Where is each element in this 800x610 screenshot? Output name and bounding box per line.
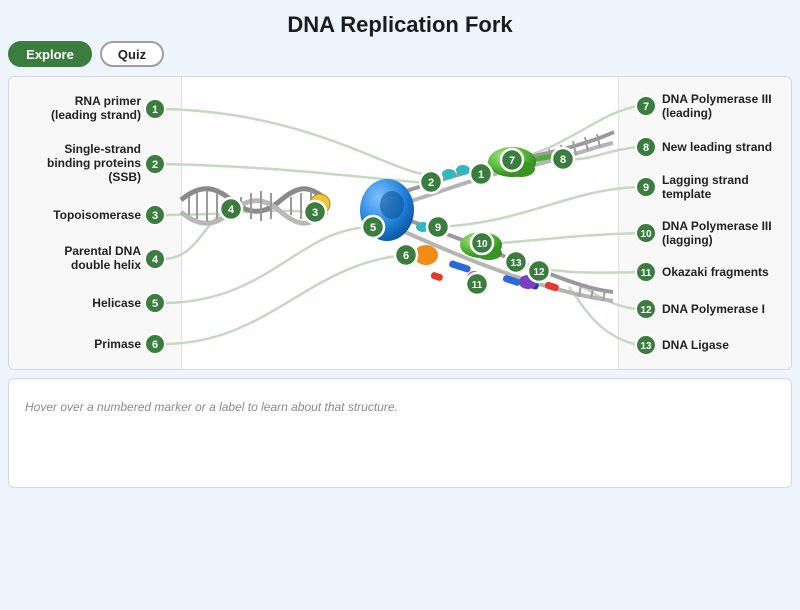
svg-text:1: 1 bbox=[152, 104, 158, 116]
label-line: Helicase bbox=[92, 296, 141, 310]
svg-text:3: 3 bbox=[152, 210, 158, 222]
diagram-marker-5[interactable]: 5 bbox=[360, 214, 386, 240]
diagram-marker-10[interactable]: 10 bbox=[469, 230, 495, 256]
label-line: RNA primer bbox=[74, 94, 141, 108]
label-line: binding proteins bbox=[47, 156, 141, 170]
svg-text:9: 9 bbox=[435, 222, 441, 234]
svg-text:5: 5 bbox=[370, 222, 376, 234]
svg-text:3: 3 bbox=[312, 207, 318, 219]
svg-text:2: 2 bbox=[152, 159, 158, 171]
svg-text:5: 5 bbox=[152, 298, 158, 310]
svg-text:8: 8 bbox=[643, 142, 649, 154]
label-line: DNA Polymerase III bbox=[662, 92, 772, 106]
label-badge-13[interactable]: 13 bbox=[635, 334, 657, 356]
diagram-marker-6[interactable]: 6 bbox=[393, 242, 419, 268]
label-right-11[interactable]: Okazaki fragments bbox=[662, 265, 791, 279]
label-left-3[interactable]: Topoisomerase bbox=[11, 208, 141, 222]
label-badge-8[interactable]: 8 bbox=[635, 136, 657, 158]
page-title: DNA Replication Fork bbox=[287, 12, 513, 37]
svg-text:10: 10 bbox=[640, 229, 652, 240]
primase-shape bbox=[414, 245, 438, 265]
okazaki-fragment-segments bbox=[430, 260, 559, 292]
label-badge-11[interactable]: 11 bbox=[635, 261, 657, 283]
svg-text:13: 13 bbox=[510, 258, 522, 269]
svg-text:13: 13 bbox=[640, 341, 652, 352]
label-line: (lagging) bbox=[662, 233, 713, 247]
diagram-marker-4[interactable]: 4 bbox=[218, 196, 244, 222]
label-badge-3[interactable]: 3 bbox=[144, 204, 166, 226]
svg-text:9: 9 bbox=[643, 182, 649, 194]
label-badge-12[interactable]: 12 bbox=[635, 298, 657, 320]
svg-text:6: 6 bbox=[152, 339, 158, 351]
diagram-marker-7[interactable]: 7 bbox=[499, 147, 525, 173]
svg-text:12: 12 bbox=[640, 305, 652, 316]
label-line: (SSB) bbox=[108, 170, 141, 184]
info-panel: Hover over a numbered marker or a label … bbox=[8, 378, 792, 488]
label-line: double helix bbox=[70, 258, 141, 272]
label-line: Okazaki fragments bbox=[662, 265, 769, 279]
diagram-marker-11[interactable]: 11 bbox=[464, 271, 490, 297]
label-right-12[interactable]: DNA Polymerase I bbox=[662, 302, 791, 316]
svg-text:10: 10 bbox=[476, 239, 488, 250]
label-badge-7[interactable]: 7 bbox=[635, 95, 657, 117]
label-badge-5[interactable]: 5 bbox=[144, 292, 166, 314]
quiz-mode-button[interactable]: Quiz bbox=[100, 41, 164, 67]
diagram-marker-9[interactable]: 9 bbox=[425, 214, 451, 240]
label-badge-9[interactable]: 9 bbox=[635, 176, 657, 198]
label-line: Topoisomerase bbox=[53, 208, 141, 222]
right-anchor-badges[interactable]: 7 8 9 10 11 12 13 bbox=[635, 95, 657, 356]
label-line: DNA Ligase bbox=[662, 338, 729, 352]
label-left-6[interactable]: Primase bbox=[11, 337, 141, 351]
label-line: template bbox=[662, 187, 712, 201]
svg-text:12: 12 bbox=[533, 267, 545, 278]
label-line: Single-strand bbox=[64, 142, 141, 156]
label-left-1[interactable]: RNA primer(leading strand) bbox=[11, 94, 141, 122]
label-left-5[interactable]: Helicase bbox=[11, 296, 141, 310]
svg-text:1: 1 bbox=[478, 169, 484, 181]
svg-text:4: 4 bbox=[228, 204, 235, 216]
svg-text:6: 6 bbox=[403, 250, 409, 262]
label-line: (leading) bbox=[662, 106, 712, 120]
svg-text:4: 4 bbox=[152, 254, 159, 266]
label-right-8[interactable]: New leading strand bbox=[662, 140, 791, 154]
diagram-marker-13[interactable]: 13 bbox=[503, 249, 529, 275]
info-hint-text: Hover over a numbered marker or a label … bbox=[25, 400, 398, 414]
left-anchor-badges[interactable]: 1 2 3 4 5 6 bbox=[144, 98, 166, 355]
diagram-marker-2[interactable]: 2 bbox=[418, 169, 444, 195]
diagram-marker-8[interactable]: 8 bbox=[550, 146, 576, 172]
label-right-7[interactable]: DNA Polymerase III(leading) bbox=[662, 92, 791, 120]
label-line: Primase bbox=[94, 337, 141, 351]
svg-text:2: 2 bbox=[428, 177, 434, 189]
label-badge-10[interactable]: 10 bbox=[635, 222, 657, 244]
label-badge-2[interactable]: 2 bbox=[144, 153, 166, 175]
svg-text:11: 11 bbox=[472, 280, 483, 291]
label-badge-6[interactable]: 6 bbox=[144, 333, 166, 355]
label-line: New leading strand bbox=[662, 140, 773, 154]
diagram-marker-12[interactable]: 12 bbox=[526, 258, 552, 284]
label-badge-4[interactable]: 4 bbox=[144, 248, 166, 270]
label-badge-1[interactable]: 1 bbox=[144, 98, 166, 120]
diagram-marker-3[interactable]: 3 bbox=[302, 199, 328, 225]
label-line: DNA Polymerase III bbox=[662, 219, 772, 233]
label-right-10[interactable]: DNA Polymerase III(lagging) bbox=[662, 219, 791, 247]
diagram-marker-1[interactable]: 1 bbox=[468, 161, 494, 187]
label-line: DNA Polymerase I bbox=[662, 302, 765, 316]
label-line: Lagging strand bbox=[662, 173, 749, 187]
parental-dna-helix bbox=[179, 186, 329, 226]
label-line: Parental DNA bbox=[64, 244, 141, 258]
svg-text:11: 11 bbox=[641, 268, 652, 279]
explore-mode-button[interactable]: Explore bbox=[8, 41, 92, 67]
label-right-13[interactable]: DNA Ligase bbox=[662, 338, 791, 352]
svg-text:7: 7 bbox=[643, 101, 649, 113]
label-line: (leading strand) bbox=[50, 108, 141, 122]
svg-text:7: 7 bbox=[509, 155, 515, 167]
svg-text:8: 8 bbox=[560, 154, 566, 166]
